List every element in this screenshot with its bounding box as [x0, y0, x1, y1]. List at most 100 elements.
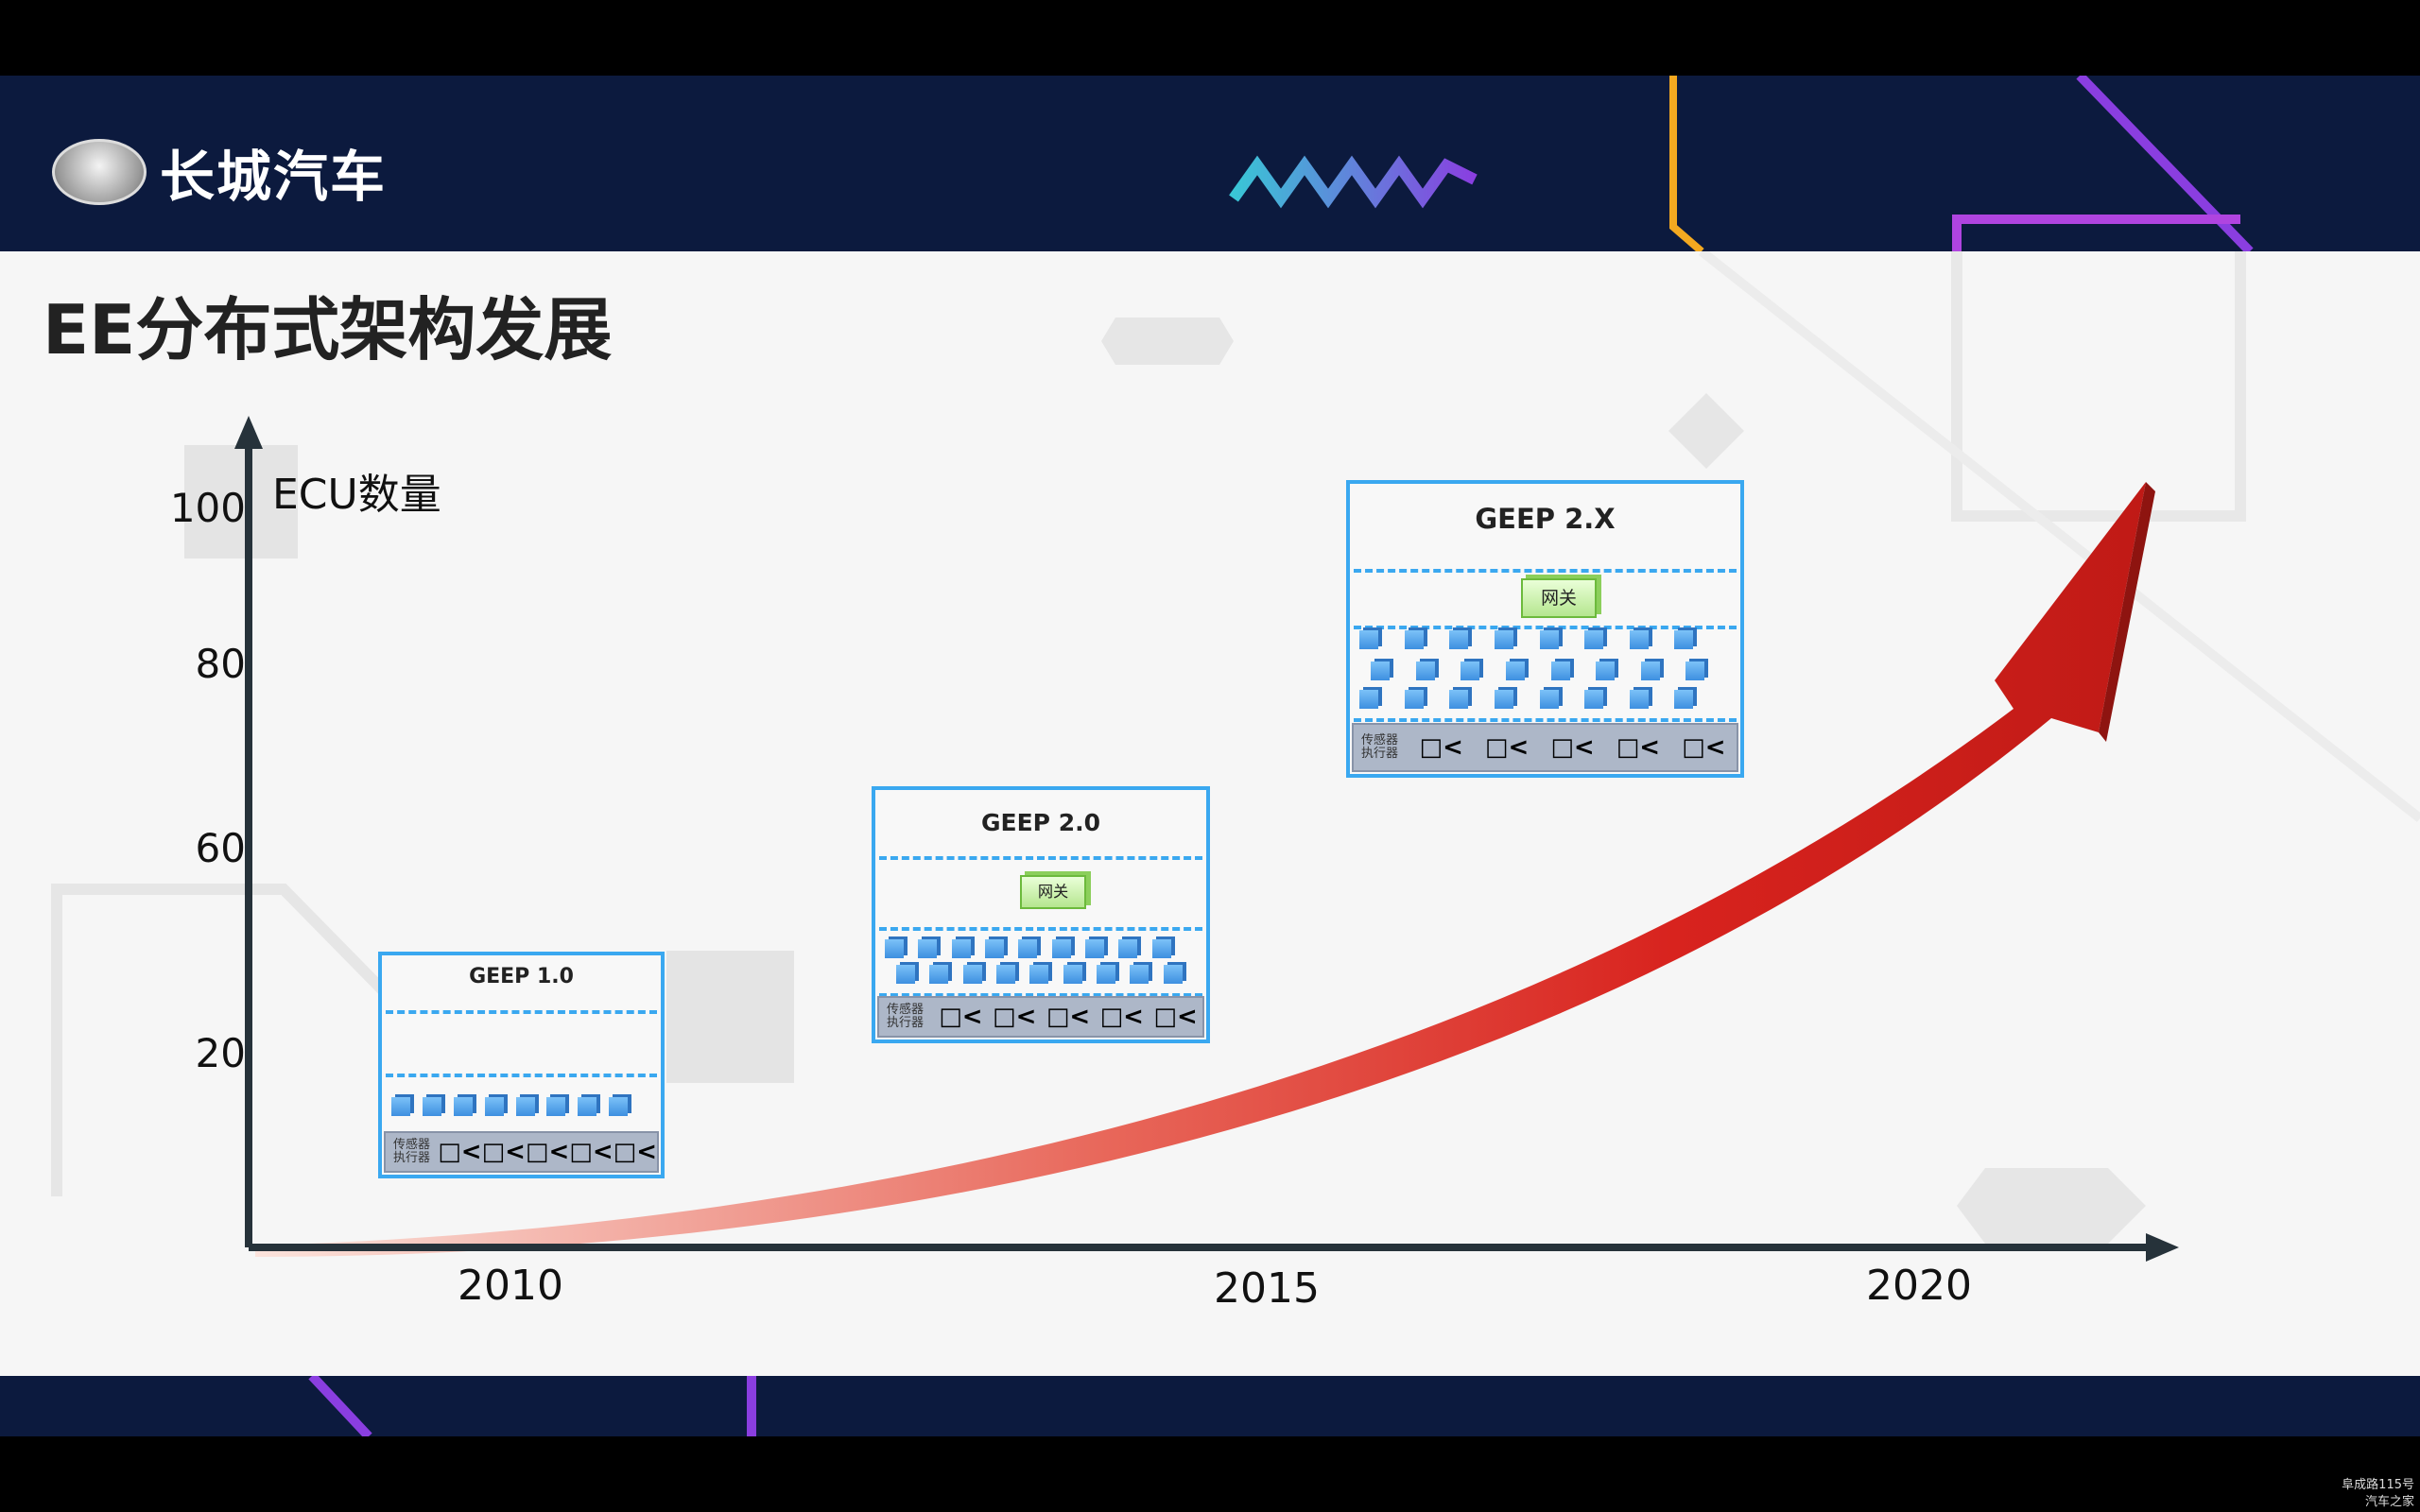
- ecu-cube: [1449, 690, 1469, 709]
- ecu-cube: [896, 965, 915, 984]
- watermark-line1: 阜成路115号: [2342, 1478, 2414, 1492]
- actuator-node-icon: □<: [1419, 733, 1463, 762]
- ecu-cube: [422, 1097, 441, 1116]
- header-decoration: [1229, 76, 2254, 251]
- ecu-cube: [1674, 690, 1694, 709]
- ecu-cube: [515, 1097, 535, 1116]
- ecu-cube: [1051, 939, 1071, 958]
- ecu-cube: [1640, 662, 1660, 680]
- y-tick: 20: [195, 1030, 246, 1076]
- actuator-node-icon: □<: [1550, 733, 1595, 762]
- actuator-node-icon: □<: [1484, 733, 1530, 762]
- slide-content: EE分布式架构发展: [0, 251, 2420, 1376]
- sensor-actuator-bar: 传感器执行器□<□<□<□<□<: [1352, 723, 1738, 772]
- slide-header: 长城汽车: [0, 76, 2420, 251]
- ecu-cube: [1063, 965, 1082, 984]
- ecu-cube: [1494, 630, 1513, 649]
- ecu-cube: [1550, 662, 1570, 680]
- ecu-cube: [391, 1097, 410, 1116]
- ecu-cube: [1449, 630, 1469, 649]
- ecu-cube: [1130, 965, 1150, 984]
- ecu-cube: [962, 965, 982, 984]
- actuator-node-icon: □<: [569, 1138, 614, 1166]
- ecu-cube: [1359, 690, 1378, 709]
- ecu-cube: [929, 965, 949, 984]
- actuator-label: 执行器: [393, 1151, 431, 1165]
- ecu-cube: [578, 1097, 597, 1116]
- ecu-cube: [1415, 662, 1435, 680]
- y-tick: 80: [195, 641, 246, 687]
- ecu-cube: [1029, 965, 1049, 984]
- y-tick: 100: [169, 485, 246, 531]
- ecu-cube: [1371, 662, 1390, 680]
- ecu-cube: [546, 1097, 566, 1116]
- sensor-label: 传感器: [887, 1003, 925, 1017]
- ecu-cube: [1629, 690, 1649, 709]
- actuator-node-icon: □<: [1099, 1003, 1144, 1031]
- actuator-node-icon: □<: [481, 1138, 526, 1166]
- top-black-bar: [0, 0, 2420, 76]
- ecu-cube: [918, 939, 938, 958]
- actuator-node-icon: □<: [993, 1003, 1037, 1031]
- ecu-cube: [951, 939, 971, 958]
- ecu-cube: [1097, 965, 1115, 984]
- brand-logo: 长城汽车: [52, 132, 387, 212]
- ecu-cube: [985, 939, 1004, 958]
- actuator-node-icon: □<: [939, 1003, 983, 1031]
- layer-divider: [879, 856, 1202, 860]
- actuator-label: 执行器: [1361, 747, 1399, 761]
- ecu-cube: [453, 1097, 473, 1116]
- gateway-block: 网关: [1521, 578, 1597, 618]
- ecu-cube: [1085, 939, 1104, 958]
- x-axis-arrowhead: [2146, 1233, 2179, 1262]
- ecu-cube: [1584, 630, 1604, 649]
- box-title: GEEP 2.0: [981, 809, 1100, 836]
- layer-divider: [1354, 626, 1737, 629]
- ecu-cube: [1151, 939, 1171, 958]
- actuator-node-icon: □<: [1616, 733, 1661, 762]
- brand-name: 长城汽车: [160, 145, 388, 209]
- sensor-actuator-bar: 传感器执行器□<□<□<□<□<: [877, 996, 1204, 1038]
- ecu-cube: [1404, 630, 1424, 649]
- gateway-block: 网关: [1020, 875, 1086, 909]
- ecu-cube: [609, 1097, 629, 1116]
- ecu-cube: [484, 1097, 504, 1116]
- ecu-cube: [1596, 662, 1616, 680]
- x-tick: 2020: [1866, 1262, 1972, 1310]
- ecu-cube: [1685, 662, 1705, 680]
- ecu-cube: [1494, 690, 1513, 709]
- x-tick: 2010: [458, 1262, 563, 1310]
- layer-divider: [386, 1074, 657, 1077]
- y-tick: 60: [195, 825, 246, 871]
- ecu-cube: [1539, 630, 1559, 649]
- layer-divider: [879, 927, 1202, 931]
- background-decoration: [51, 251, 2420, 1244]
- ecu-cube: [1629, 630, 1649, 649]
- actuator-node-icon: □<: [438, 1138, 482, 1166]
- ecu-cube: [885, 939, 904, 958]
- ecu-cube: [1118, 939, 1138, 958]
- ecu-cube: [996, 965, 1015, 984]
- actuator-node-icon: □<: [1153, 1003, 1198, 1031]
- sensor-label: 传感器: [393, 1138, 431, 1152]
- actuator-node-icon: □<: [1046, 1003, 1091, 1031]
- sensor-actuator-bar: 传感器执行器□<□<□<□<□<: [384, 1131, 659, 1173]
- x-tick: 2015: [1214, 1264, 1320, 1313]
- actuator-node-icon: □<: [613, 1138, 657, 1166]
- layer-divider: [879, 993, 1202, 997]
- layer-divider: [1354, 569, 1737, 573]
- great-wall-emblem-icon: [52, 139, 147, 205]
- growth-arrow: [255, 482, 2146, 1257]
- slide-title: EE分布式架构发展: [43, 290, 613, 369]
- ecu-cube: [1359, 630, 1378, 649]
- ecu-cube: [1539, 690, 1559, 709]
- box-title: GEEP 2.X: [1475, 503, 1616, 535]
- slide-footer: [0, 1376, 2420, 1436]
- ecu-cube: [1461, 662, 1480, 680]
- ecu-cube: [1404, 690, 1424, 709]
- actuator-node-icon: □<: [1682, 733, 1726, 762]
